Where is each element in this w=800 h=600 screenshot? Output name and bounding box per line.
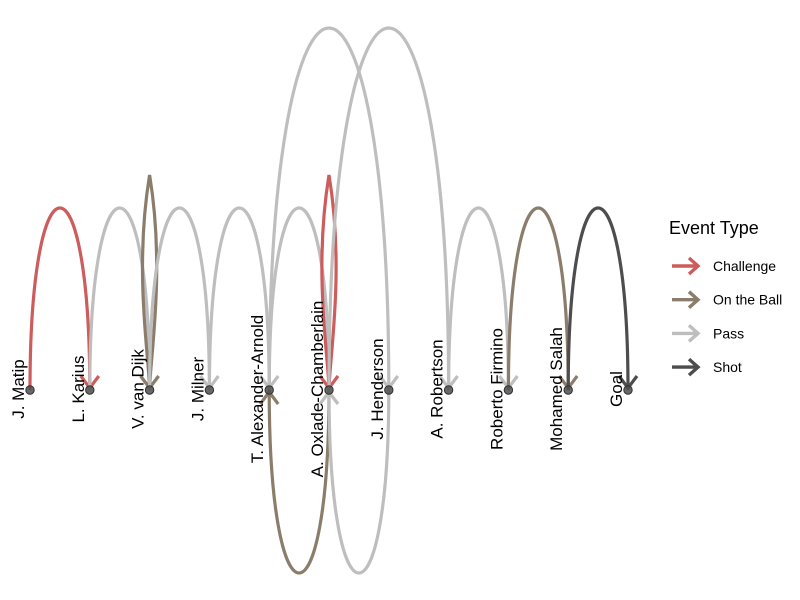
legend-item-challenge: Challenge <box>672 256 776 276</box>
arc-path <box>267 389 331 575</box>
arc-path <box>88 206 152 391</box>
node-mohamed-salah <box>563 385 573 395</box>
arc-path <box>267 206 331 391</box>
node-label-t-alexander-arnold: T. Alexander-Arnold <box>248 315 267 463</box>
arc-path <box>140 174 159 391</box>
event-arcs <box>28 26 639 575</box>
node-j-milner <box>204 385 215 395</box>
legend-label: On the Ball <box>713 292 782 308</box>
player-labels: J. Matip L. Karius V. van Dijk J. Milner T. … <box>9 301 626 478</box>
legend-label: Challenge <box>713 258 776 274</box>
node-v-van-dijk <box>144 385 155 395</box>
legend-key-arrowhead <box>687 290 701 309</box>
node-l-karius <box>85 385 95 395</box>
arc-path <box>327 389 391 575</box>
arc-path <box>148 206 211 391</box>
legend-key-arrowhead <box>687 256 701 276</box>
node-label-j-matip: J. Matip <box>9 359 28 419</box>
node-roberto-firmino <box>503 385 514 395</box>
node-label-j-henderson: J. Henderson <box>368 338 387 439</box>
arc-path <box>566 206 630 391</box>
node-label-a-robertson: A. Robertson <box>428 339 447 438</box>
arc-path <box>506 206 570 391</box>
legend-item-pass: Pass <box>672 324 744 343</box>
legend-item-shot: Shot <box>672 357 742 377</box>
legend-key-arrowhead <box>687 324 701 343</box>
arc-path <box>267 26 391 391</box>
legend-item-on-the-ball: On the Ball <box>672 290 782 309</box>
legend-label: Shot <box>713 359 742 375</box>
node-j-matip <box>25 385 35 395</box>
node-goal <box>623 385 633 395</box>
legend-label: Pass <box>713 325 744 341</box>
node-label-j-milner: J. Milner <box>188 357 207 422</box>
arc-path <box>447 206 510 391</box>
node-label-mohamed-salah: Mohamed Salah <box>547 327 566 451</box>
legend-key-arrowhead <box>687 357 701 377</box>
node-j-henderson <box>384 385 394 395</box>
arc-path <box>320 174 338 391</box>
player-nodes <box>25 385 633 395</box>
arc-path <box>207 206 271 391</box>
node-label-a-oxlade-chamberlain: A. Oxlade-Chamberlain <box>308 301 327 478</box>
arc-path <box>28 206 92 391</box>
node-label-goal: Goal <box>607 371 626 407</box>
node-a-oxlade-chamberlain <box>324 385 334 395</box>
arc-path <box>327 26 451 391</box>
legend-title: Event Type <box>669 218 759 238</box>
arc-pass <box>327 26 459 391</box>
node-a-robertson <box>443 385 454 395</box>
node-label-roberto-firmino: Roberto Firmino <box>487 328 506 450</box>
node-t-alexander-arnold <box>264 385 274 395</box>
node-label-v-van-dijk: V. van Dijk <box>129 349 148 429</box>
node-label-l-karius: L. Karius <box>69 355 88 422</box>
arc-shot <box>566 206 639 391</box>
